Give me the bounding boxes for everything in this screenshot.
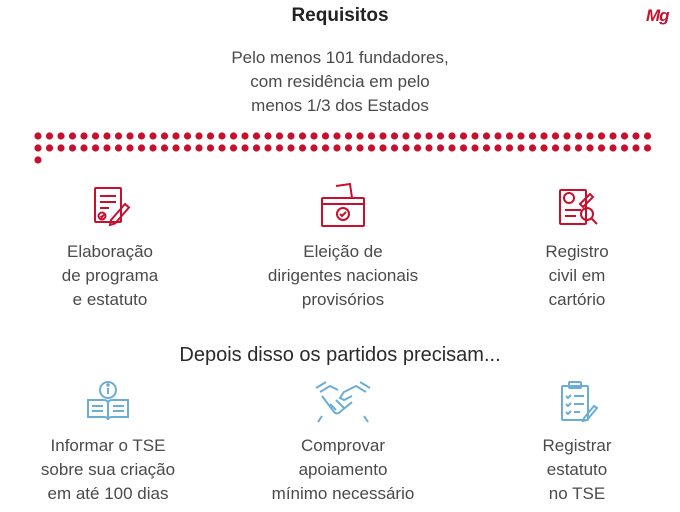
handshake-icon	[315, 381, 371, 423]
ballot-box-icon	[321, 182, 365, 227]
after-label-line: mínimo necessário	[271, 484, 415, 503]
requirement-label-line: de programa	[61, 266, 159, 285]
requirement-label-line: Elaboração	[66, 242, 153, 261]
after-label-line: apoiamento	[298, 460, 388, 479]
after-label-line: Comprovar	[300, 436, 386, 455]
intro-line: Pelo menos 101 fundadores,	[231, 48, 449, 67]
requirement-label-line: provisórios	[301, 290, 385, 309]
requirement-registry: Registro civil em cartório	[477, 184, 677, 312]
intro-line: com residência em pelo	[250, 72, 430, 91]
after-register-statute: Registrar estatuto no TSE	[477, 380, 677, 506]
after-label-line: Registrar	[542, 436, 612, 455]
registry-stamp-icon	[559, 189, 598, 225]
after-label-line: Informar o TSE	[50, 436, 166, 455]
after-heading: Depois disso os partidos precisam...	[179, 344, 501, 366]
requirement-label-line: cartório	[548, 290, 606, 309]
document-pen-icon	[94, 187, 131, 227]
after-label-line: no TSE	[548, 484, 606, 503]
requirement-label-line: Eleição de	[303, 242, 383, 261]
dotted-divider	[34, 132, 652, 164]
after-label-line: estatuto	[546, 460, 608, 479]
intro-text: Pelo menos 101 fundadores, com residênci…	[140, 46, 540, 118]
after-inform-tse: Informar o TSE sobre sua criação em até …	[8, 378, 208, 506]
after-support: Comprovar apoiamento mínimo necessário	[243, 380, 443, 506]
requirement-program: Elaboração de programa e estatuto	[10, 184, 210, 312]
requirement-label-line: civil em	[548, 266, 606, 285]
clipboard-checklist-icon	[561, 381, 599, 423]
requirement-label-line: Registro	[545, 242, 609, 261]
page-title: Requisitos	[291, 5, 389, 26]
after-label-line: sobre sua criação	[40, 460, 176, 479]
requirement-label-line: e estatuto	[72, 290, 148, 309]
info-book-icon	[87, 381, 129, 421]
after-label-line: em até 100 dias	[47, 484, 169, 503]
intro-line: menos 1/3 dos Estados	[251, 96, 429, 115]
requirement-election: Eleição de dirigentes nacionais provisór…	[243, 182, 443, 312]
requirement-label-line: dirigentes nacionais	[267, 266, 419, 285]
brand-logo: Mg	[646, 6, 670, 25]
